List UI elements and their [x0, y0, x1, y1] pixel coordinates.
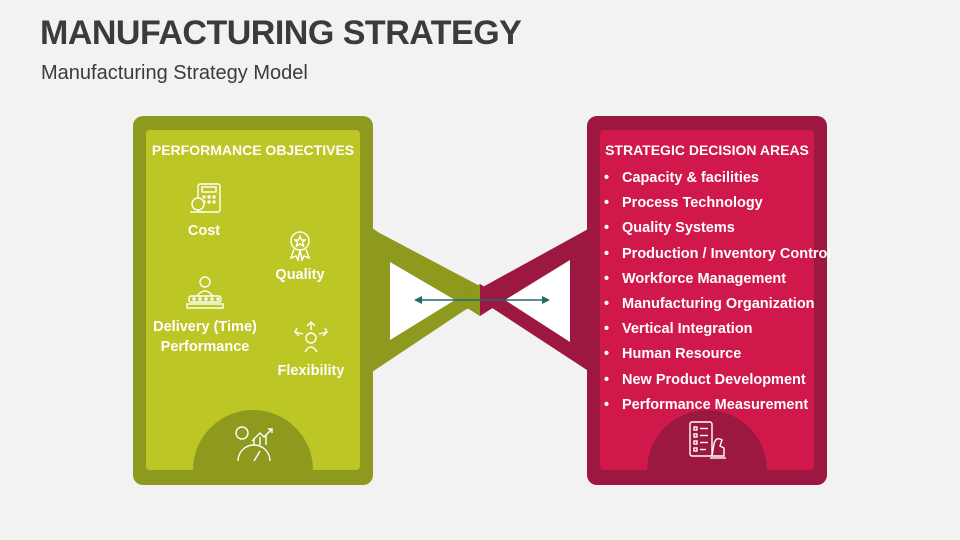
flexibility-arrows-icon — [294, 321, 328, 353]
growth-gauge-icon — [235, 426, 273, 462]
decision-item: Manufacturing Organization — [604, 293, 831, 318]
right-funnel-inner — [505, 260, 570, 342]
decision-item: Vertical Integration — [604, 318, 831, 343]
decision-item: Workforce Management — [604, 268, 831, 293]
decision-item: Production / Inventory Control — [604, 243, 831, 268]
decision-item: Performance Measurement — [604, 394, 831, 419]
quality-medal-icon — [289, 231, 311, 263]
performance-panel-inner — [146, 130, 360, 470]
objective-delivery-line2: Performance — [160, 339, 250, 355]
objective-cost: Cost — [187, 223, 221, 239]
performance-objectives-header: PERFORMANCE OBJECTIVES — [151, 142, 355, 158]
cost-calculator-icon — [190, 183, 221, 213]
strategy-checklist-icon — [689, 421, 726, 459]
decision-areas-list: Capacity & facilities Process Technology… — [604, 167, 831, 419]
decision-item: Quality Systems — [604, 217, 831, 242]
decision-item: Capacity & facilities — [604, 167, 831, 192]
objective-delivery: Delivery (Time) Performance — [140, 317, 270, 357]
double-headed-arrow-icon — [414, 296, 550, 304]
objective-quality: Quality — [275, 267, 325, 283]
decision-bottom-semicircle — [647, 410, 767, 470]
slide-subtitle: Manufacturing Strategy Model — [41, 62, 308, 84]
objective-delivery-line1: Delivery (Time) — [153, 319, 257, 335]
slide-title: MANUFACTURING STRATEGY — [40, 14, 522, 52]
decision-item: New Product Development — [604, 369, 831, 394]
objective-flexibility: Flexibility — [277, 363, 345, 379]
delivery-conveyor-icon — [186, 276, 224, 309]
decision-item: Human Resource — [604, 343, 831, 368]
decision-item: Process Technology — [604, 192, 831, 217]
strategic-decision-areas-header: STRATEGIC DECISION AREAS — [605, 142, 809, 158]
left-funnel-inner — [390, 262, 455, 340]
